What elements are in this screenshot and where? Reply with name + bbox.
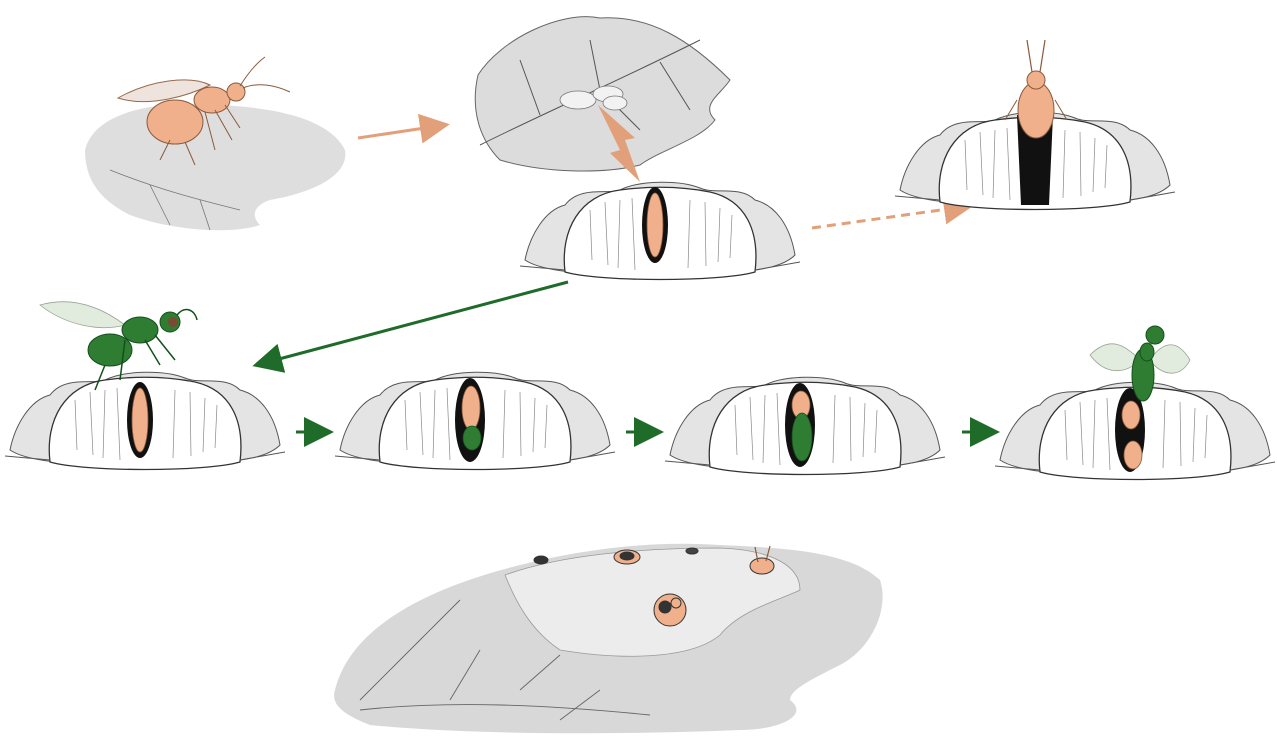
gall-pupa-icon	[665, 377, 945, 474]
arrow-dashed	[812, 207, 962, 228]
arrow-1	[358, 126, 438, 138]
stage-adult-gall-wasp	[85, 57, 345, 230]
gall-larva-icon	[520, 182, 800, 279]
emerging-green-wasp-icon	[995, 326, 1275, 480]
leaf-shape	[85, 104, 345, 230]
gall-parasitized-icon	[335, 372, 615, 469]
stage-eggs-on-leaf	[475, 17, 730, 182]
arrow-to-parasitoid	[264, 282, 568, 363]
leaf-holes-icon	[334, 544, 883, 734]
emerging-wasp-icon	[895, 40, 1175, 210]
green-wasp-icon-stage	[5, 302, 285, 470]
